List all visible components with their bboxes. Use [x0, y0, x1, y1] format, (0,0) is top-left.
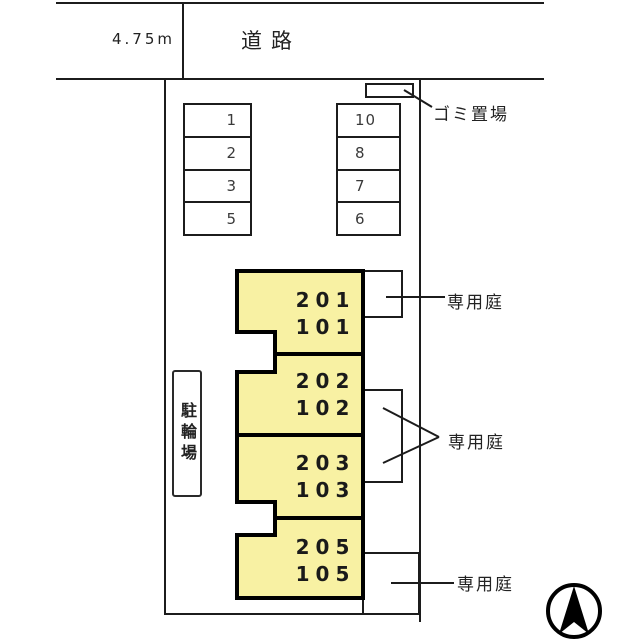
bicycle-parking-box: 駐輪場	[172, 370, 202, 497]
garbage-area-box	[365, 83, 414, 98]
unit-label-203-103: 203 103	[276, 450, 369, 504]
parking-column-left: 1 2 3 5	[183, 103, 252, 236]
garden-leader-line-2a	[382, 407, 440, 438]
parking-stall: 10	[338, 105, 399, 138]
parking-stall: 2	[185, 138, 250, 171]
stall-number: 7	[355, 176, 366, 195]
unit-lower-number: 102	[295, 396, 356, 420]
garden-label-1: 専用庭	[447, 293, 504, 313]
road-width-tick	[182, 2, 184, 80]
unit-lower-number: 101	[295, 315, 356, 339]
road-width-label: 4.75m	[112, 30, 176, 48]
site-boundary-left	[164, 79, 166, 615]
stall-number: 3	[226, 176, 237, 195]
parking-stall: 7	[338, 171, 399, 204]
site-boundary-bottom	[164, 613, 421, 615]
stall-number: 10	[355, 111, 377, 130]
unit-upper-number: 205	[295, 535, 356, 559]
unit-upper-number: 202	[295, 369, 356, 393]
unit-label-202-102: 202 102	[276, 368, 369, 422]
stall-number: 8	[355, 144, 366, 163]
parking-stall: 5	[185, 203, 250, 234]
unit-lower-number: 103	[295, 478, 356, 502]
stall-number: 2	[226, 144, 237, 163]
unit-label-201-101: 201 101	[276, 287, 369, 341]
stall-number: 6	[355, 209, 366, 228]
site-boundary-right	[419, 79, 421, 622]
parking-stall: 3	[185, 171, 250, 204]
unit-upper-number: 201	[295, 288, 356, 312]
garden-label-2: 専用庭	[448, 433, 505, 453]
unit-upper-number: 203	[295, 451, 356, 475]
garden-leader-line-2b	[382, 436, 440, 464]
unit-lower-number: 105	[295, 562, 356, 586]
parking-stall: 6	[338, 203, 399, 234]
bicycle-parking-label: 駐輪場	[178, 402, 197, 465]
stall-number: 5	[226, 209, 237, 228]
parking-stall: 8	[338, 138, 399, 171]
road-far-edge-line	[56, 2, 544, 4]
parking-stall: 1	[185, 105, 250, 138]
north-compass-icon	[546, 583, 602, 639]
unit-label-205-105: 205 105	[276, 534, 369, 588]
road-near-edge-line	[56, 78, 544, 80]
garbage-area-label: ゴミ置場	[433, 105, 509, 125]
garden-label-3: 専用庭	[457, 575, 514, 595]
stall-number: 1	[226, 111, 237, 130]
garbage-leader-line	[403, 89, 433, 108]
road-label: 道路	[241, 29, 301, 53]
parking-column-right: 10 8 7 6	[336, 103, 401, 236]
